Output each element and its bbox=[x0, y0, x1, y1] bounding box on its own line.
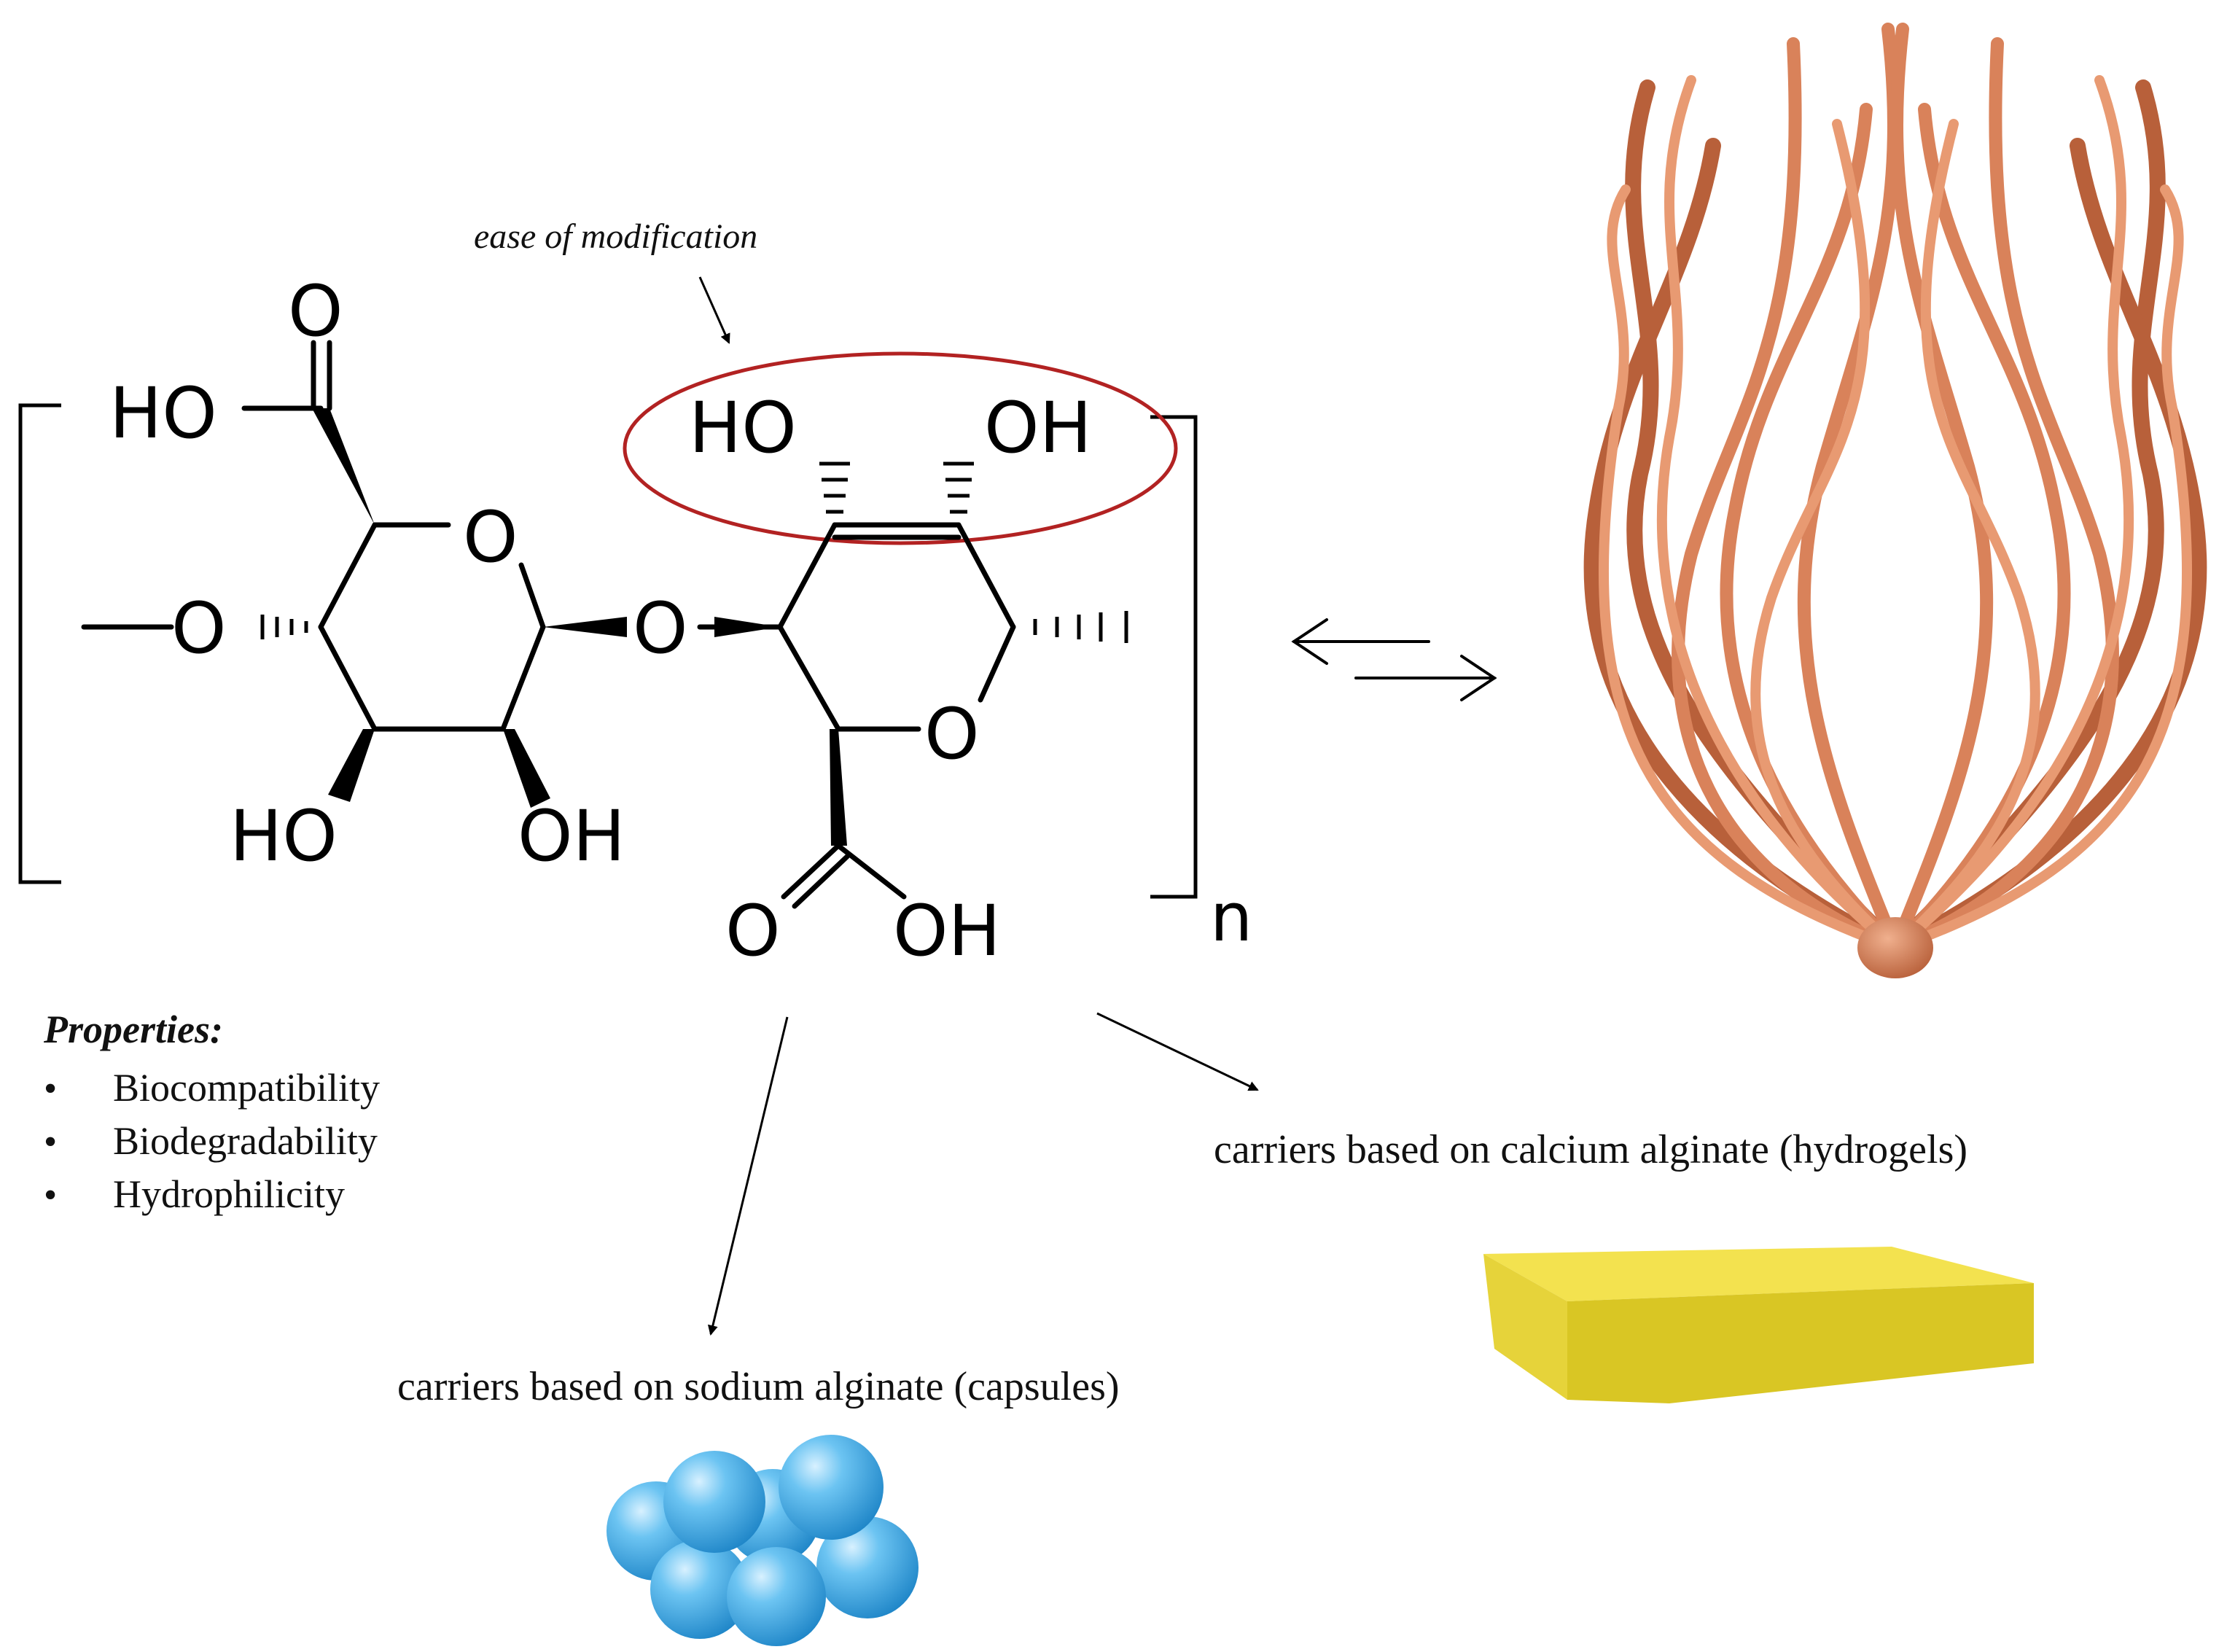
capsule-sphere bbox=[816, 1516, 919, 1618]
ring1-oxygen: O bbox=[463, 496, 518, 578]
carboxyl2-hydroxyl: OH bbox=[893, 890, 1001, 972]
ring1-hydroxyl-right: OH bbox=[518, 795, 625, 877]
ribbon-knot bbox=[1857, 917, 1933, 978]
ring2-hydroxyl-left: HO bbox=[689, 387, 797, 469]
capsule-cluster bbox=[607, 1435, 919, 1646]
structure-bonds bbox=[81, 340, 1016, 909]
hydrogel-block-front bbox=[1483, 1254, 1567, 1400]
polymer-ribbon-bundle bbox=[1583, 23, 2207, 978]
capsule-sphere bbox=[727, 1547, 826, 1646]
hydrogel-block bbox=[1483, 1247, 2034, 1403]
repeat-subscript: n bbox=[1210, 878, 1252, 956]
properties-title: Properties: bbox=[43, 1008, 223, 1051]
ring2-oxygen: O bbox=[924, 693, 980, 775]
calcium-carrier-label: carriers based on calcium alginate (hydr… bbox=[1214, 1127, 1967, 1172]
capsule-sphere bbox=[663, 1451, 765, 1553]
property-bullet: • bbox=[44, 1068, 57, 1110]
capsule-sphere bbox=[779, 1435, 884, 1540]
sodium-carrier-label: carriers based on sodium alginate (capsu… bbox=[397, 1364, 1120, 1409]
glycosidic-oxygen: O bbox=[633, 588, 688, 669]
property-item: Hydrophilicity bbox=[113, 1172, 345, 1216]
carboxyl1-hydroxyl: HO bbox=[109, 373, 217, 454]
hydrogel-block-side bbox=[1567, 1283, 2034, 1403]
annotation-text: ease of modification bbox=[474, 217, 757, 256]
capsule-sphere bbox=[650, 1540, 749, 1639]
property-item: Biodegradability bbox=[113, 1119, 378, 1163]
properties-list: • Biocompatibility • Biodegradability • … bbox=[44, 1066, 380, 1216]
modification-ellipse bbox=[623, 351, 1178, 545]
arrow-to-capsules bbox=[708, 1016, 789, 1336]
structure-wedges bbox=[312, 408, 847, 846]
linker-oxygen: O bbox=[171, 588, 227, 669]
arrow-to-hydrogels bbox=[1096, 1012, 1259, 1091]
equilibrium-arrows bbox=[1291, 618, 1497, 701]
carboxyl2-oxygen: O bbox=[725, 890, 781, 972]
property-bullet: • bbox=[44, 1121, 57, 1163]
structure-hashes bbox=[260, 461, 1128, 643]
carboxyl1-oxygen: O bbox=[288, 270, 343, 352]
property-item: Biocompatibility bbox=[113, 1066, 380, 1110]
annotation-arrow bbox=[698, 276, 730, 344]
left-bracket bbox=[18, 403, 61, 884]
ring2-hydroxyl-right: OH bbox=[984, 387, 1092, 469]
hydrogel-block-top bbox=[1483, 1247, 2034, 1301]
property-bullet: • bbox=[44, 1174, 57, 1216]
ring1-hydroxyl-left: HO bbox=[230, 795, 338, 877]
right-bracket bbox=[1150, 415, 1198, 899]
